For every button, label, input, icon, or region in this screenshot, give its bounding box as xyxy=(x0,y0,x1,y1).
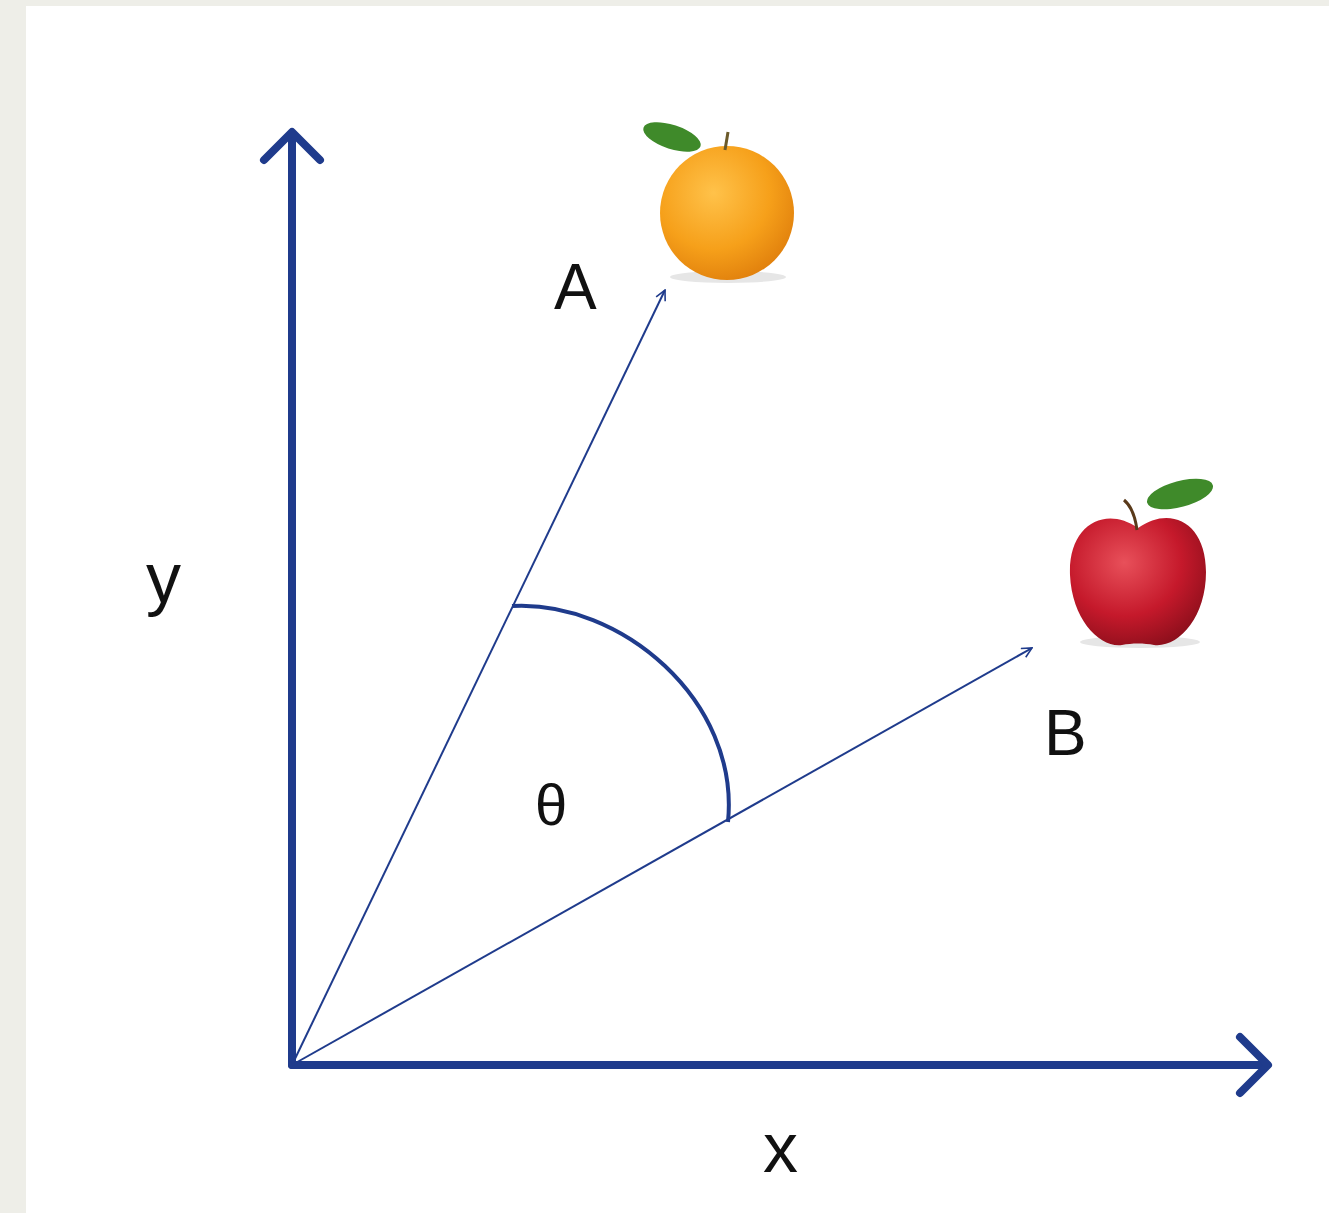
angle-label: θ xyxy=(535,776,567,834)
vector-a xyxy=(292,290,665,1065)
vector-label: B xyxy=(1044,701,1087,765)
vector-b xyxy=(292,648,1032,1065)
axis-label: y xyxy=(146,543,181,613)
apple-picture xyxy=(1070,473,1216,648)
axes xyxy=(264,132,1268,1093)
orange-picture xyxy=(640,116,794,283)
vector-label: A xyxy=(554,255,597,319)
axis-label: x xyxy=(763,1113,798,1183)
